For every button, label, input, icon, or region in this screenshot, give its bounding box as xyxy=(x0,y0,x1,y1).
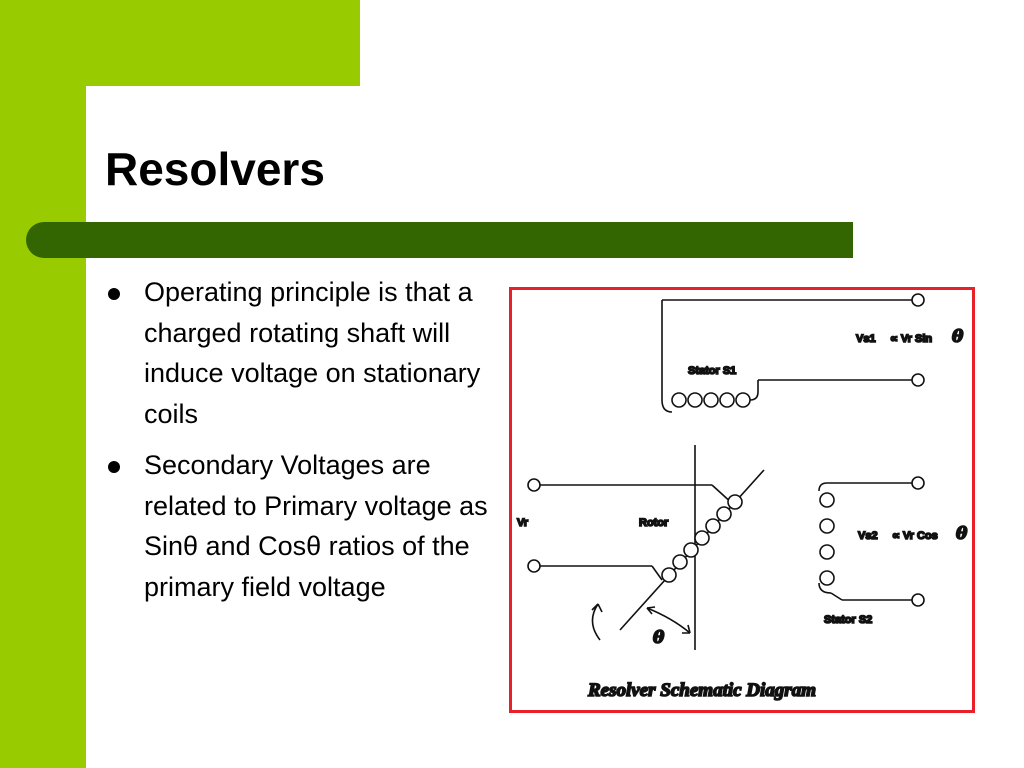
bullet-text: Secondary Voltages are related to Primar… xyxy=(144,450,488,602)
slide-title: Resolvers xyxy=(105,143,325,195)
bullet-dot-icon xyxy=(108,461,120,473)
stator-s1-label: Stator S1 xyxy=(688,365,736,377)
bullet-text: Operating principle is that a charged ro… xyxy=(144,277,481,429)
vs2-expression: ∝ Vr Cos xyxy=(892,530,938,542)
vs2-label: Vs2 xyxy=(858,530,878,542)
bullet-item: Secondary Voltages are related to Primar… xyxy=(108,445,508,607)
vr-label: Vr xyxy=(517,517,529,529)
background-accent-left xyxy=(0,0,86,768)
rotor-theta-symbol: θ xyxy=(653,628,665,648)
resolver-schematic-diagram: Vs1 ∝ Vr Sin θ Stator S1 Vr xyxy=(516,293,969,702)
vs1-theta-symbol: θ xyxy=(952,327,964,347)
title-underline-bar xyxy=(26,222,853,258)
stator-s1-winding xyxy=(661,293,925,413)
vs1-label: Vs1 xyxy=(856,333,876,345)
rotor-winding xyxy=(527,445,765,650)
background-accent-top xyxy=(0,0,360,86)
stator-s2-label: Stator S2 xyxy=(824,614,872,626)
bullet-list: Operating principle is that a charged ro… xyxy=(108,272,508,618)
vs1-expression: ∝ Vr Sin xyxy=(890,333,932,345)
bullet-dot-icon xyxy=(108,288,120,300)
stator-s2-winding xyxy=(818,476,925,607)
resolver-schematic-figure: Vs1 ∝ Vr Sin θ Stator S1 Vr xyxy=(509,287,975,713)
figure-caption: Resolver Schematic Diagram xyxy=(587,680,816,701)
vs2-theta-symbol: θ xyxy=(956,524,968,544)
rotor-label: Rotor xyxy=(639,517,669,529)
bullet-item: Operating principle is that a charged ro… xyxy=(108,272,508,434)
